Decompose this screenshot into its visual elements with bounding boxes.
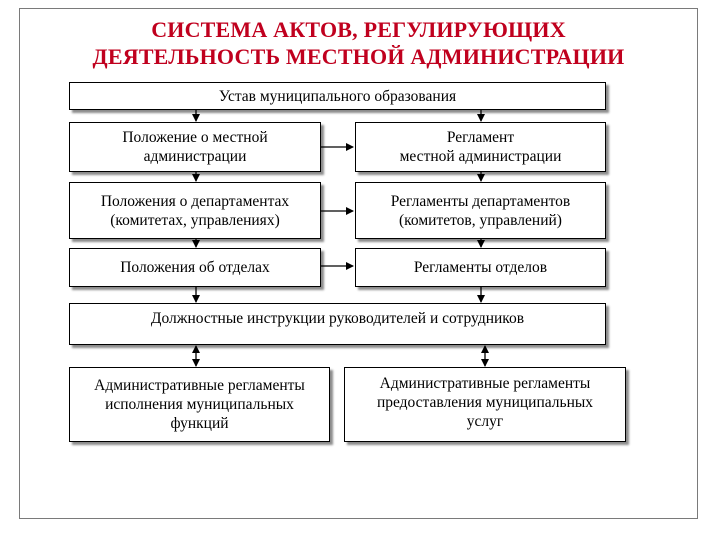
box-polozhenie-admin: Положение о местной администрации (69, 122, 321, 172)
title-line-1: СИСТЕМА АКТОВ, РЕГУЛИРУЮЩИХ (151, 17, 566, 42)
title-line-2: ДЕЯТЕЛЬНОСТЬ МЕСТНОЙ АДМИНИСТРАЦИИ (92, 44, 625, 69)
box-polozheniya-dep: Положения о департаментах (комитетах, уп… (69, 182, 321, 239)
box-reglament-admin: Регламент местной администрации (355, 122, 606, 172)
box-adm-funkcii: Административные регламенты исполнения м… (69, 367, 330, 442)
box-polozheniya-otdel: Положения об отделах (69, 248, 321, 287)
box-instrukcii: Должностные инструкции руководителей и с… (69, 303, 606, 345)
page-title: СИСТЕМА АКТОВ, РЕГУЛИРУЮЩИХ ДЕЯТЕЛЬНОСТЬ… (19, 16, 698, 70)
box-reglamenty-otdel: Регламенты отделов (355, 248, 606, 287)
slide-frame (19, 8, 698, 519)
box-ustav: Устав муниципального образования (69, 82, 606, 110)
box-reglamenty-dep: Регламенты департаментов (комитетов, упр… (355, 182, 606, 239)
box-adm-uslugi: Административные регламенты предоставлен… (344, 367, 626, 442)
